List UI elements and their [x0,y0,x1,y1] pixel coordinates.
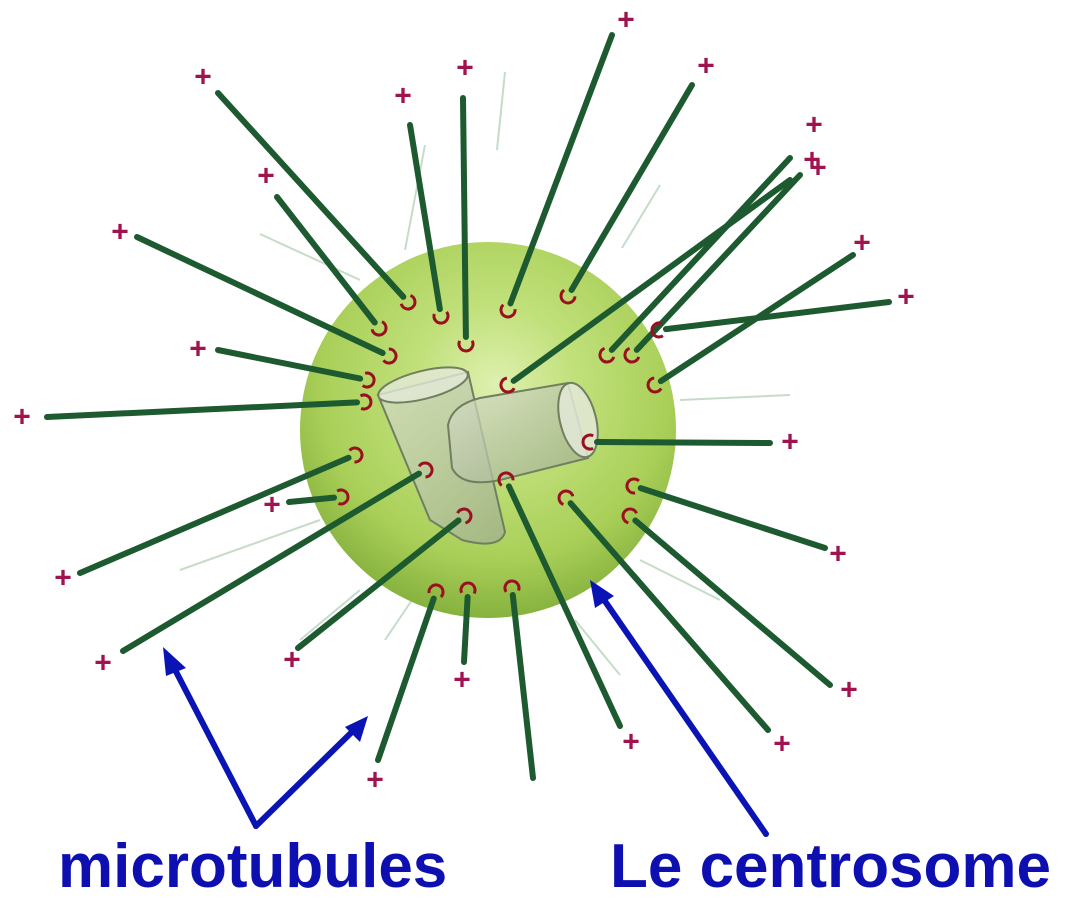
plus-end-sign: + [263,489,281,522]
microtubule [635,521,830,685]
faint-filament [300,590,360,640]
plus-end-sign: + [622,726,640,759]
microtubules-label: microtubules [58,836,447,898]
microtubule [464,597,468,662]
plus-end-sign: + [781,426,799,459]
plus-end-sign: + [456,52,474,85]
plus-end-sign: + [773,728,791,761]
microtubule [572,85,692,290]
microtubule [463,98,466,337]
microtubule [612,158,790,350]
arrow-to-centrosome [590,580,766,834]
microtubule [80,458,349,573]
plus-end-sign: + [840,674,858,707]
arrow-to-microtubule-left [163,647,256,826]
plus-end-sign: + [697,50,715,83]
microtubule [137,237,383,353]
plus-end-sign: + [803,144,821,177]
centrosome-label: Le centrosome [610,836,1051,898]
microtubule [597,442,770,443]
plus-end-sign: + [94,647,112,680]
plus-end-sign: + [805,109,823,142]
faint-filament [497,72,505,150]
plus-end-sign: + [617,4,635,37]
plus-end-sign: + [189,333,207,366]
microtubule [641,488,825,548]
plus-end-sign: + [394,80,412,113]
plus-end-sign: + [453,664,471,697]
microtubule [218,93,403,297]
plus-end-sign: + [54,562,72,595]
plus-end-sign: + [853,227,871,260]
plus-end-sign: + [366,764,384,797]
plus-end-sign: + [111,216,129,249]
plus-end-sign: + [13,401,31,434]
plus-end-sign: + [897,281,915,314]
faint-filament [385,600,412,640]
microtubule [378,599,434,760]
plus-end-sign: + [829,538,847,571]
microtubule [513,595,533,778]
arrow-to-microtubule-right [256,716,368,826]
plus-end-sign: + [283,644,301,677]
plus-end-sign: + [194,61,212,94]
plus-end-sign: + [257,160,275,193]
faint-filament [680,395,790,400]
